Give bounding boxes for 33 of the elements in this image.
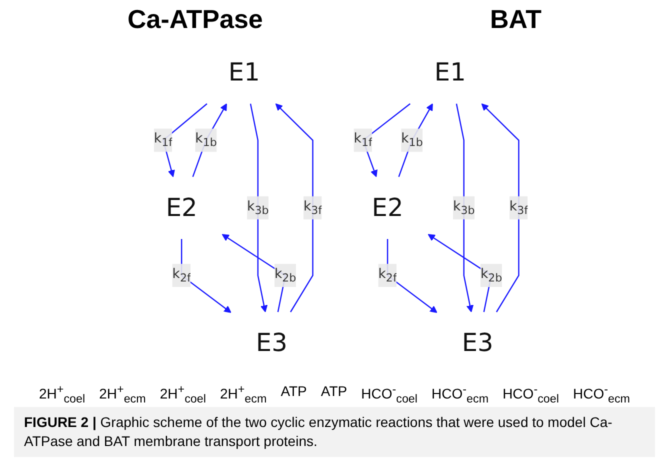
arrow	[180, 238, 232, 313]
node-text: E1	[434, 58, 466, 88]
edge-label: k$_{1b}$	[401, 130, 423, 150]
arrow	[481, 103, 520, 312]
arrow	[428, 234, 492, 312]
arrow	[456, 104, 474, 312]
arrow	[192, 103, 227, 178]
edge-label: k$_{3f}$	[303, 198, 322, 218]
node-text: E1	[228, 58, 260, 88]
edge-label: k$_{3f}$	[509, 198, 528, 218]
figure-caption: FIGURE 2 | Graphic scheme of the two cyclic enzymatic reactions that were used to model Ca-ATPase and BAT membrane transport proteins.	[14, 407, 655, 457]
node-text: E3	[462, 328, 494, 358]
edge-label: k$_{1f}$	[154, 130, 173, 150]
edge-label: k$_{3b}$	[453, 198, 475, 218]
panel-title: BAT	[490, 4, 542, 35]
arrow	[222, 234, 286, 312]
edge-label: k$_{1b}$	[195, 130, 217, 150]
node-text: E3	[256, 328, 288, 358]
node-text: E2	[166, 193, 198, 222]
arrow	[275, 103, 314, 312]
edge-label: k$_{3b}$	[247, 198, 269, 218]
panel-title: Ca-ATPase	[128, 4, 263, 35]
arrow	[386, 238, 438, 313]
edge-label: k$_{2b}$	[274, 265, 296, 285]
edge-label: k$_{2b}$	[480, 265, 502, 285]
ion-label: ATP	[280, 382, 307, 401]
arrow	[398, 103, 433, 178]
edge-label: k$_{2f}$	[172, 265, 191, 285]
ion-label: ATP	[320, 382, 348, 401]
node-text: E2	[372, 193, 404, 222]
arrow	[250, 104, 268, 312]
edge-label: k$_{2f}$	[378, 265, 397, 285]
edge-label: k$_{1f}$	[354, 130, 372, 150]
